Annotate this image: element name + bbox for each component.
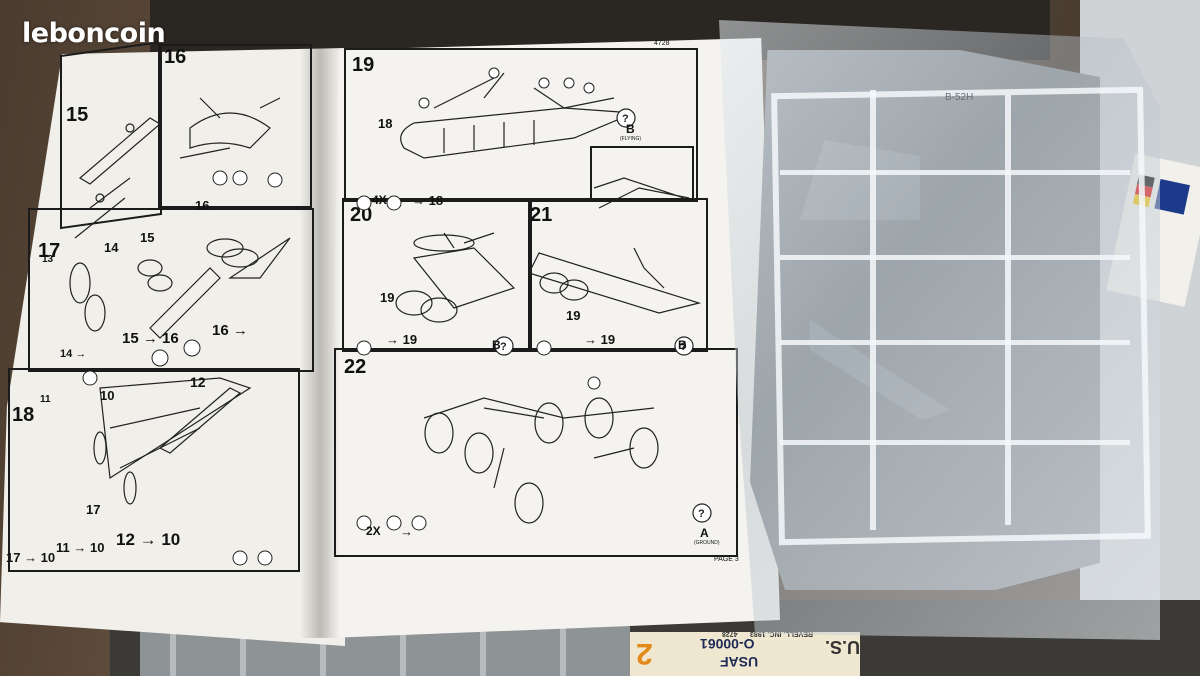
footer-step-22a: 2X xyxy=(366,524,381,538)
decal-usaf: USAF xyxy=(720,654,759,670)
footer-step-17: 14 → xyxy=(60,348,87,360)
option-a-step22: A xyxy=(700,526,709,540)
decal-serial: O-00061 xyxy=(700,636,755,652)
panel-step-22 xyxy=(334,348,738,557)
step-number-22: 22 xyxy=(344,356,367,378)
panel-step-19 xyxy=(344,48,698,202)
svg-text:?: ? xyxy=(622,113,629,125)
callout-14: 14 xyxy=(104,240,119,255)
option-b-step19: B xyxy=(626,122,635,136)
clear-sprue-hbar-4 xyxy=(780,440,1130,445)
leboncoin-watermark: leboncoin xyxy=(22,18,166,49)
left-page-drawings xyxy=(69,97,291,566)
booklet-gutter xyxy=(300,48,340,638)
clear-sprue-hbar-2 xyxy=(780,255,1130,260)
footer-step-16b: 16 → xyxy=(212,322,248,339)
callout-10: 10 xyxy=(100,388,115,403)
step-number-15: 15 xyxy=(66,104,89,126)
plastic-bag xyxy=(719,20,1160,640)
step-number-17: 17 xyxy=(38,240,61,262)
clear-sprue-vbar-2 xyxy=(1005,95,1011,525)
panel-step-20 xyxy=(342,198,532,352)
decal-sheet: 2 USAF O-00061 REVELL, INC. 1983 4728 U.… xyxy=(630,630,861,676)
footer-step-16: 15 → 16 xyxy=(122,330,179,347)
callout-19-step20: 19 xyxy=(380,290,395,305)
callout-15: 15 xyxy=(140,230,155,245)
option-b-step20: B xyxy=(492,338,501,352)
right-page xyxy=(328,38,780,638)
footer-step-18c: 12 → 10 xyxy=(116,530,181,549)
footer-step-21: → 19 xyxy=(584,332,616,347)
clear-sprue-hbar-1 xyxy=(780,170,1130,175)
callout-17: 17 xyxy=(86,502,101,517)
clear-sprue-vbar-1 xyxy=(870,90,876,530)
left-page xyxy=(0,48,345,646)
svg-text:?: ? xyxy=(500,341,507,353)
svg-text:?: ? xyxy=(680,341,687,353)
callout-16: 16 xyxy=(195,198,210,213)
ground-label: (GROUND) xyxy=(694,540,720,546)
right-page-drawings: ?? ?? xyxy=(356,67,712,531)
callout-19-step21: 19 xyxy=(566,308,581,323)
callout-13: 13 xyxy=(42,254,54,265)
svg-text:?: ? xyxy=(698,508,705,520)
step-number-16: 16 xyxy=(164,46,187,68)
step-number-19: 19 xyxy=(352,54,375,76)
footer-step-19b: → 18 xyxy=(412,193,444,208)
option-b-step21: B xyxy=(678,338,687,352)
footer-step-19: 4X xyxy=(372,193,387,207)
page-label: PAGE 3 xyxy=(714,556,739,563)
sprue-label: B-52H xyxy=(945,92,974,103)
instruction-booklet: 15 16 17 18 xyxy=(0,18,780,646)
footer-step-18: 17 → 10 xyxy=(6,550,56,565)
panel-step-16 xyxy=(158,44,312,208)
footer-step-18b: 11 → 10 xyxy=(56,540,105,555)
callout-18: 18 xyxy=(378,116,393,131)
clear-sprue-frame xyxy=(771,86,1151,546)
panel-step-17 xyxy=(28,208,314,372)
flying-label-1: (FLYING) xyxy=(620,136,642,142)
page-number: 4728 xyxy=(654,40,670,47)
panel-step-18 xyxy=(8,368,300,572)
decal-us: U.S. xyxy=(825,637,861,657)
callout-11: 11 xyxy=(40,394,51,405)
step-number-18: 18 xyxy=(12,404,35,426)
footer-step-20: → 19 xyxy=(386,332,418,347)
step-number-21: 21 xyxy=(530,204,553,226)
clear-sprue-hbar-3 xyxy=(780,340,1130,345)
callout-12: 12 xyxy=(190,374,206,390)
panel-19-inset xyxy=(590,146,694,200)
footer-step-22b: → xyxy=(400,524,413,539)
